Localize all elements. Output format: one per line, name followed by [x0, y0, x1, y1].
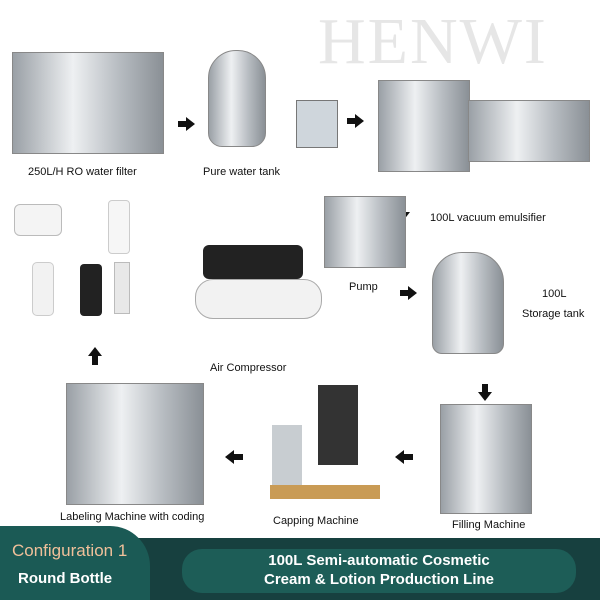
emulsifier-pots-image — [468, 100, 590, 162]
ro-filter-label: 250L/H RO water filter — [28, 166, 137, 178]
pure-water-tank-label: Pure water tank — [203, 166, 281, 178]
storage-tank-image — [432, 252, 504, 354]
title-line-2: Cream & Lotion Production Line — [263, 571, 494, 588]
title-line-1: 100L Semi-automatic Cosmetic — [268, 552, 490, 569]
storage-tank-capacity: 100L — [542, 288, 567, 300]
watermark-logo: HENWI — [318, 5, 548, 78]
white-bottle-image — [32, 262, 54, 316]
arrow-right-icon — [400, 286, 417, 300]
capping-machine-image — [270, 385, 380, 500]
emulsifier-label: 100L vacuum emulsifier — [430, 212, 546, 224]
storage-tank-label: Storage tank — [522, 308, 585, 320]
air-compressor-label: Air Compressor — [210, 362, 287, 374]
pure-water-tank-image — [208, 50, 266, 147]
arrow-left-icon — [225, 450, 243, 464]
jar-image — [14, 204, 62, 236]
configuration-tab — [0, 526, 150, 600]
arrow-right-icon — [178, 117, 195, 131]
ro-water-filter-image — [12, 52, 164, 154]
labeling-machine-label: Labeling Machine with coding — [60, 511, 205, 523]
pump-image — [324, 196, 406, 268]
air-compressor-image — [195, 245, 322, 325]
bottle-type-label: Round Bottle — [18, 570, 113, 587]
pump-bottle-image — [108, 200, 130, 254]
dropper-bottle-image — [114, 262, 130, 314]
amber-bottle-image — [80, 264, 102, 316]
pump-unit-image — [296, 100, 338, 148]
pump-label: Pump — [349, 281, 378, 293]
arrow-up-icon — [88, 347, 102, 365]
production-line-title: 100L Semi-automatic Cosmetic Cream & Lot… — [182, 549, 576, 593]
configuration-label: Configuration 1 — [12, 541, 128, 560]
vacuum-emulsifier-image — [378, 80, 470, 172]
filling-machine-image — [440, 404, 532, 514]
arrow-left-icon — [395, 450, 413, 464]
arrow-down-icon — [478, 384, 492, 401]
capping-machine-label: Capping Machine — [273, 515, 359, 527]
arrow-right-icon — [347, 114, 364, 128]
labeling-machine-image — [66, 383, 204, 505]
filling-machine-label: Filling Machine — [452, 519, 526, 531]
